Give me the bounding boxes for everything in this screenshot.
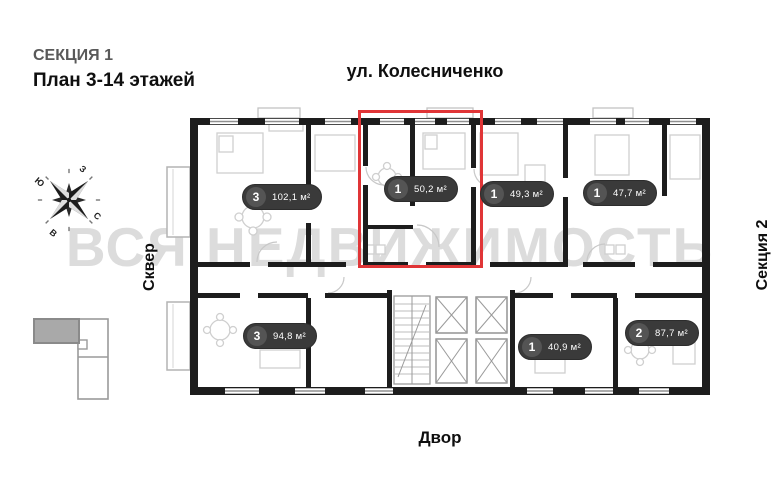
apartment-area-label: 87,7 м²	[655, 327, 688, 339]
apartment-rooms-badge: 1	[484, 184, 504, 204]
apartment-pill-49-3[interactable]: 1 49,3 м²	[480, 181, 554, 207]
building-locator-map	[33, 318, 109, 400]
floorplan-drawing	[166, 107, 710, 395]
apartment-pill-94-8[interactable]: 3 94,8 м²	[243, 323, 317, 349]
apartment-pill-87-7[interactable]: 2 87,7 м²	[625, 320, 699, 346]
apartment-rooms-badge: 3	[247, 326, 267, 346]
section-title: СЕКЦИЯ 1	[33, 47, 114, 64]
street-label: ул. Колесниченко	[346, 61, 504, 81]
apartment-area-label: 102,1 м²	[272, 191, 311, 203]
apartment-pill-102-1[interactable]: 3 102,1 м²	[242, 184, 322, 210]
apartment-pill-40-9[interactable]: 1 40,9 м²	[518, 334, 592, 360]
right-side-label: Секция 2	[754, 219, 771, 291]
apartment-rooms-badge: 1	[522, 337, 542, 357]
apartment-pill-47-7[interactable]: 1 47,7 м²	[583, 180, 657, 206]
compass-rose-icon	[37, 168, 101, 232]
apartment-area-label: 94,8 м²	[273, 330, 306, 342]
left-side-label: Сквер	[141, 243, 158, 291]
apartment-rooms-badge: 1	[388, 179, 408, 199]
apartment-area-label: 50,2 м²	[414, 183, 447, 195]
apartment-area-label: 49,3 м²	[510, 188, 543, 200]
bottom-side-label: Двор	[418, 428, 462, 447]
apartment-area-label: 47,7 м²	[613, 187, 646, 199]
apartment-rooms-badge: 1	[587, 183, 607, 203]
apartment-area-label: 40,9 м²	[548, 341, 581, 353]
apartment-rooms-badge: 2	[629, 323, 649, 343]
plan-title: План 3-14 этажей	[33, 70, 195, 91]
apartment-rooms-badge: 3	[246, 187, 266, 207]
apartment-pill-50-2[interactable]: 1 50,2 м²	[384, 176, 458, 202]
